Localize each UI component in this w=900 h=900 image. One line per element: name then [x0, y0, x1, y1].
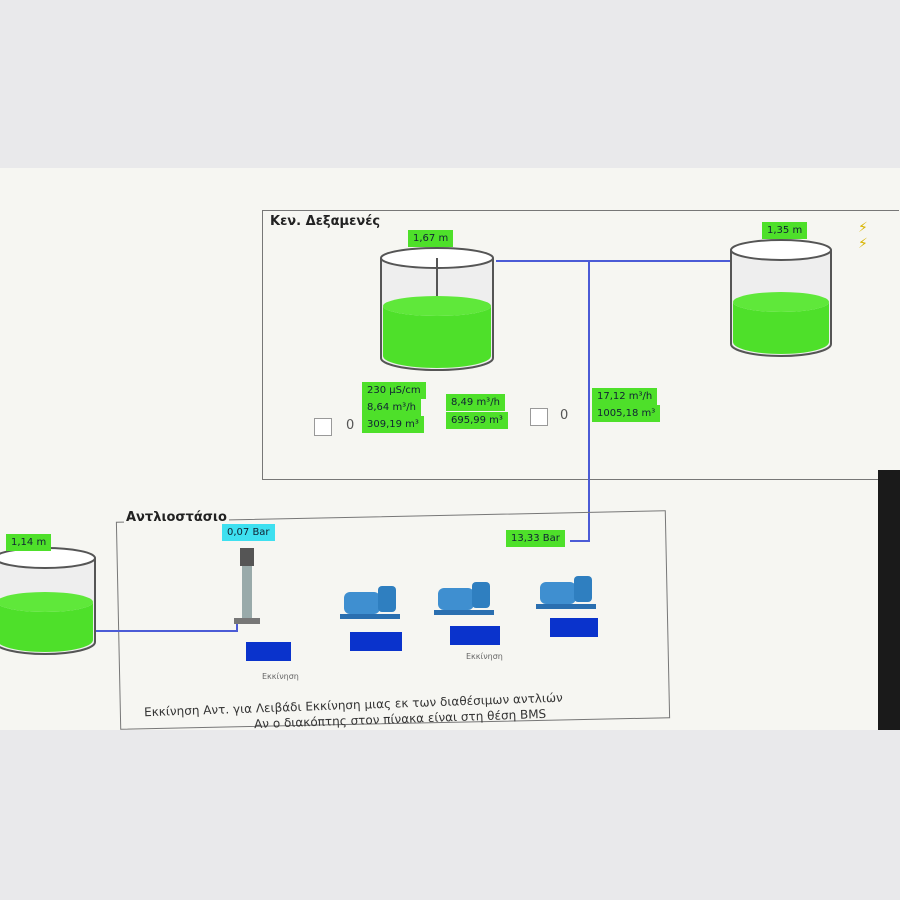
checkbox-b[interactable]: [530, 408, 548, 426]
suction-pipe: [96, 630, 238, 632]
volume-b: 695,99 m³: [446, 412, 508, 429]
source-tank-level: 1,14 m: [6, 534, 52, 551]
pipe-top: [496, 260, 730, 262]
discharge-pressure: 13,33 Bar: [506, 530, 565, 547]
flow-c: 17,12 m³/h: [592, 388, 658, 405]
pump-3-button[interactable]: [550, 618, 598, 637]
pump-0-button[interactable]: [246, 642, 291, 661]
pump-2-button[interactable]: [450, 626, 500, 645]
flow-a: 8,64 m³/h: [362, 399, 421, 416]
pipe-to-pumps: [570, 540, 590, 542]
start-label-2[interactable]: Εκκίνηση: [466, 652, 503, 661]
pipe-riser: [588, 260, 590, 542]
lightning-icon: ⚡⚡: [858, 220, 868, 252]
volume-a: 309,19 m³: [362, 416, 424, 433]
volume-c: 1005,18 m³: [592, 405, 661, 422]
start-label-1[interactable]: Εκκίνηση: [262, 672, 299, 681]
pump-3-icon: [536, 576, 596, 609]
monitor-bezel: [878, 470, 900, 730]
pump-2-icon: [434, 582, 494, 615]
suction-pressure: 0,07 Bar: [222, 524, 275, 541]
suction-pipe-drop: [236, 620, 238, 632]
reservoirs-panel: [262, 210, 899, 480]
tank-2-level: 1,35 m: [762, 222, 808, 239]
counter-a: 0: [346, 418, 355, 433]
reservoirs-title: Κεν. Δεξαμενές: [268, 214, 383, 229]
scada-screen: Κεν. Δεξαμενές 1,67 m 1,35 m 230 μS/cm 8…: [0, 168, 900, 731]
vertical-pump-icon: [234, 548, 260, 624]
flow-b: 8,49 m³/h: [446, 394, 505, 411]
counter-b: 0: [560, 408, 569, 423]
checkbox-a[interactable]: [314, 418, 332, 436]
source-tank: [0, 547, 96, 655]
tank-1-level: 1,67 m: [408, 230, 454, 247]
pump-1-button[interactable]: [350, 632, 402, 651]
conductivity: 230 μS/cm: [362, 382, 426, 399]
tank-1: [380, 247, 494, 371]
tank-2: [730, 239, 832, 357]
pump-station-title: Αντλιοστάσιο: [124, 510, 229, 525]
pump-1-icon: [340, 586, 400, 619]
